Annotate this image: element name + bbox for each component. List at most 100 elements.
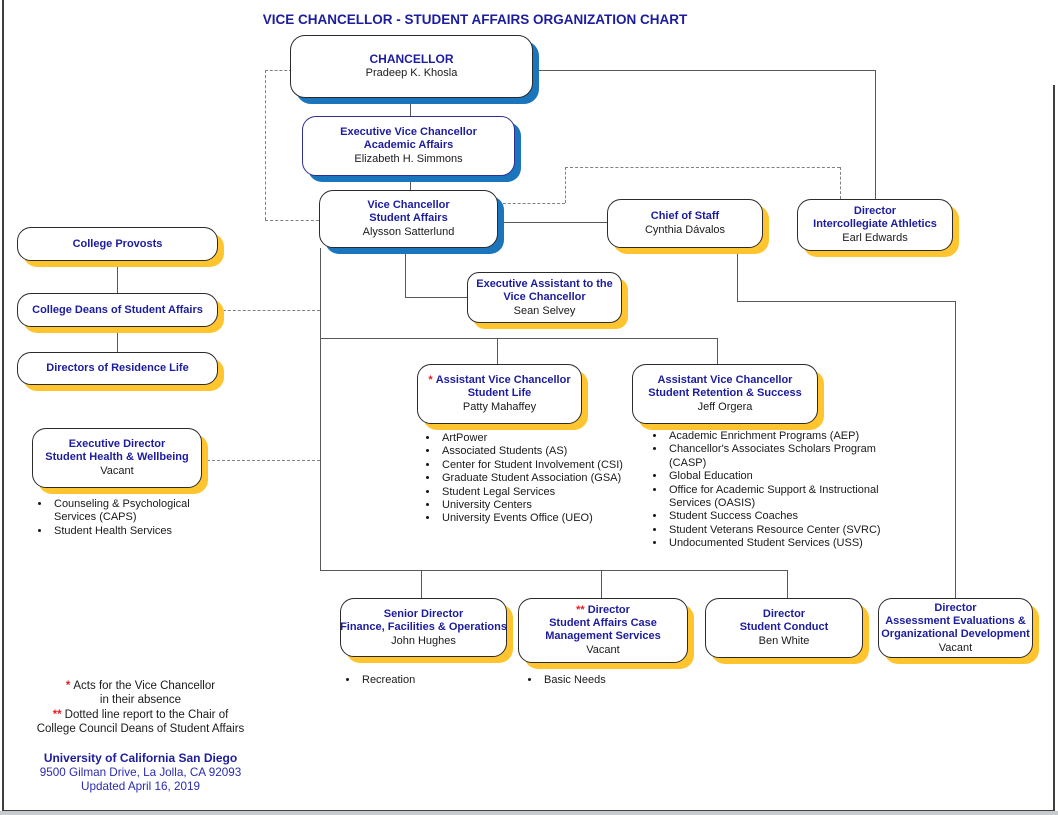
page-bottom-border <box>2 810 1055 812</box>
page-left-border <box>2 0 4 811</box>
footnote-line: *Acts for the Vice Chancellor <box>8 679 273 693</box>
node-title: Organizational Development <box>881 627 1030 640</box>
connector-chancellor-evc <box>410 96 411 120</box>
unit-item: Student Veterans Resource Center (SVRC) <box>666 524 884 537</box>
footnote-line: in their absence <box>99 694 182 707</box>
node-person: Pradeep K. Khosla <box>365 67 458 79</box>
connector-conduct-drop <box>787 570 788 598</box>
node-title: Directors of Residence Life <box>46 362 189 374</box>
dashed-vc-athletics-h2 <box>565 167 840 168</box>
dashed-deans-trunk <box>218 310 320 311</box>
unit-item: Student Health Services <box>51 525 211 538</box>
node-person: Vacant <box>100 465 134 477</box>
node-college-deans: College Deans of Student Affairs <box>17 293 218 327</box>
node-title: Executive Assistant to the <box>476 277 613 290</box>
node-title: College Deans of Student Affairs <box>32 303 203 316</box>
node-title-text: Director <box>587 604 630 616</box>
node-person: Elizabeth H. Simmons <box>354 153 463 165</box>
case-mgmt-units: Basic Needs <box>526 674 691 687</box>
node-title: Student Life <box>467 387 532 399</box>
unit-item: University Events Office (UEO) <box>439 512 644 525</box>
node-person: Alysson Satterlund <box>362 226 455 238</box>
node-person: Cynthia Dávalos <box>644 224 726 236</box>
page-title: VICE CHANCELLOR - STUDENT AFFAIRS ORGANI… <box>262 12 688 27</box>
node-person: John Hughes <box>391 634 456 647</box>
node-title: Assessment Evaluations & <box>885 614 1026 627</box>
node-title: *Assistant Vice Chancellor <box>428 374 570 387</box>
node-person: Jeff Orgera <box>697 401 753 413</box>
node-title: CHANCELLOR <box>369 52 454 66</box>
unit-item: Undocumented Student Services (USS) <box>666 537 884 550</box>
connector-left-trunk <box>320 248 321 570</box>
connector-chiefofstaff-right <box>737 301 955 302</box>
node-case-mgmt: **Director Student Affairs Case Manageme… <box>518 598 688 663</box>
node-title: Director <box>853 205 897 217</box>
dashed-chancellor-vc-h1 <box>265 70 292 71</box>
connector-retention-drop <box>717 338 718 364</box>
connector-bottom-trunk <box>320 570 787 571</box>
node-person: Patty Mahaffey <box>462 401 537 413</box>
footer-org-name: University of California San Diego <box>43 751 238 765</box>
node-college-provosts: College Provosts <box>17 227 218 261</box>
dotted-line-asterisks: ** <box>576 604 585 616</box>
unit-item: Center for Student Involvement (CSI) <box>439 459 644 472</box>
node-title: Intercollegiate Athletics <box>813 218 937 230</box>
node-title: Management Services <box>545 630 661 642</box>
unit-item: Recreation <box>359 674 509 687</box>
node-chief-of-staff: Chief of Staff Cynthia Dávalos <box>607 199 763 248</box>
finance-units: Recreation <box>344 674 509 687</box>
connector-casemgmt-drop <box>601 570 602 598</box>
node-avc-student-life: *Assistant Vice Chancellor Student Life … <box>417 364 582 424</box>
node-intercollegiate-athletics: Director Intercollegiate Athletics Earl … <box>797 199 953 251</box>
connector-evc-vc <box>410 174 411 192</box>
node-title: Student Affairs <box>369 212 448 224</box>
footnote-line: College Council Deans of Student Affairs <box>36 722 245 735</box>
node-residence-life: Directors of Residence Life <box>17 352 218 385</box>
unit-item: Student Legal Services <box>439 486 644 499</box>
acts-asterisk: * <box>65 680 71 692</box>
node-assessment: Director Assessment Evaluations & Organi… <box>878 598 1033 658</box>
node-student-health: Executive Director Student Health & Well… <box>32 428 202 488</box>
unit-item: Global Education <box>666 470 884 483</box>
unit-item: Associated Students (AS) <box>439 445 644 458</box>
connector-assessment-drop <box>955 301 956 598</box>
unit-item: University Centers <box>439 499 644 512</box>
unit-item: Counseling & Psychological Services (CAP… <box>51 498 211 525</box>
node-avc-retention: Assistant Vice Chancellor Student Retent… <box>632 364 818 424</box>
node-person: Ben White <box>758 635 810 647</box>
connector-chancellor-athletics-h <box>533 70 875 71</box>
dashed-vc-athletics-v1 <box>565 167 566 203</box>
node-title: Finance, Facilities & Operations <box>340 620 507 633</box>
node-title: Student Conduct <box>739 621 829 633</box>
dashed-health-trunk <box>202 460 320 461</box>
unit-item: Graduate Student Association (GSA) <box>439 472 644 485</box>
node-title: Vice Chancellor <box>503 290 586 303</box>
footer: University of California San Diego 9500 … <box>8 751 273 795</box>
student-life-units: ArtPower Associated Students (AS) Center… <box>424 432 644 526</box>
connector-provosts-deans <box>117 261 118 293</box>
dashed-chancellor-vc-h2 <box>265 220 319 221</box>
node-title: **Director <box>576 604 630 617</box>
dotted-line-asterisks: ** <box>52 708 62 721</box>
connector-vc-execasst-v <box>405 248 406 298</box>
connector-chancellor-athletics-v <box>875 70 876 199</box>
node-evc-academic-affairs: Executive Vice Chancellor Academic Affai… <box>302 116 515 176</box>
connector-mid-trunk <box>320 338 717 339</box>
unit-item: Office for Academic Support & Instructio… <box>666 484 884 511</box>
unit-item: Academic Enrichment Programs (AEP) <box>666 430 884 443</box>
footer-address: 9500 Gilman Drive, La Jolla, CA 92093 <box>39 765 242 779</box>
dashed-vc-athletics-v2 <box>840 167 841 199</box>
retention-units: Academic Enrichment Programs (AEP) Chanc… <box>651 430 884 551</box>
node-title: Chief of Staff <box>650 210 720 222</box>
node-title: Assistant Vice Chancellor <box>657 374 793 386</box>
node-title-text: Assistant Vice Chancellor <box>435 374 571 386</box>
node-person: Vacant <box>586 644 620 656</box>
dashed-chancellor-vc-v <box>265 70 266 220</box>
node-title: Executive Vice Chancellor <box>340 126 477 138</box>
node-title: Senior Director <box>383 607 464 620</box>
connector-chiefofstaff-down <box>737 248 738 301</box>
node-vc-student-affairs: Vice Chancellor Student Affairs Alysson … <box>319 190 498 248</box>
node-person: Earl Edwards <box>842 232 908 244</box>
page-right-border <box>1053 85 1055 811</box>
node-title: Vice Chancellor <box>367 199 450 211</box>
